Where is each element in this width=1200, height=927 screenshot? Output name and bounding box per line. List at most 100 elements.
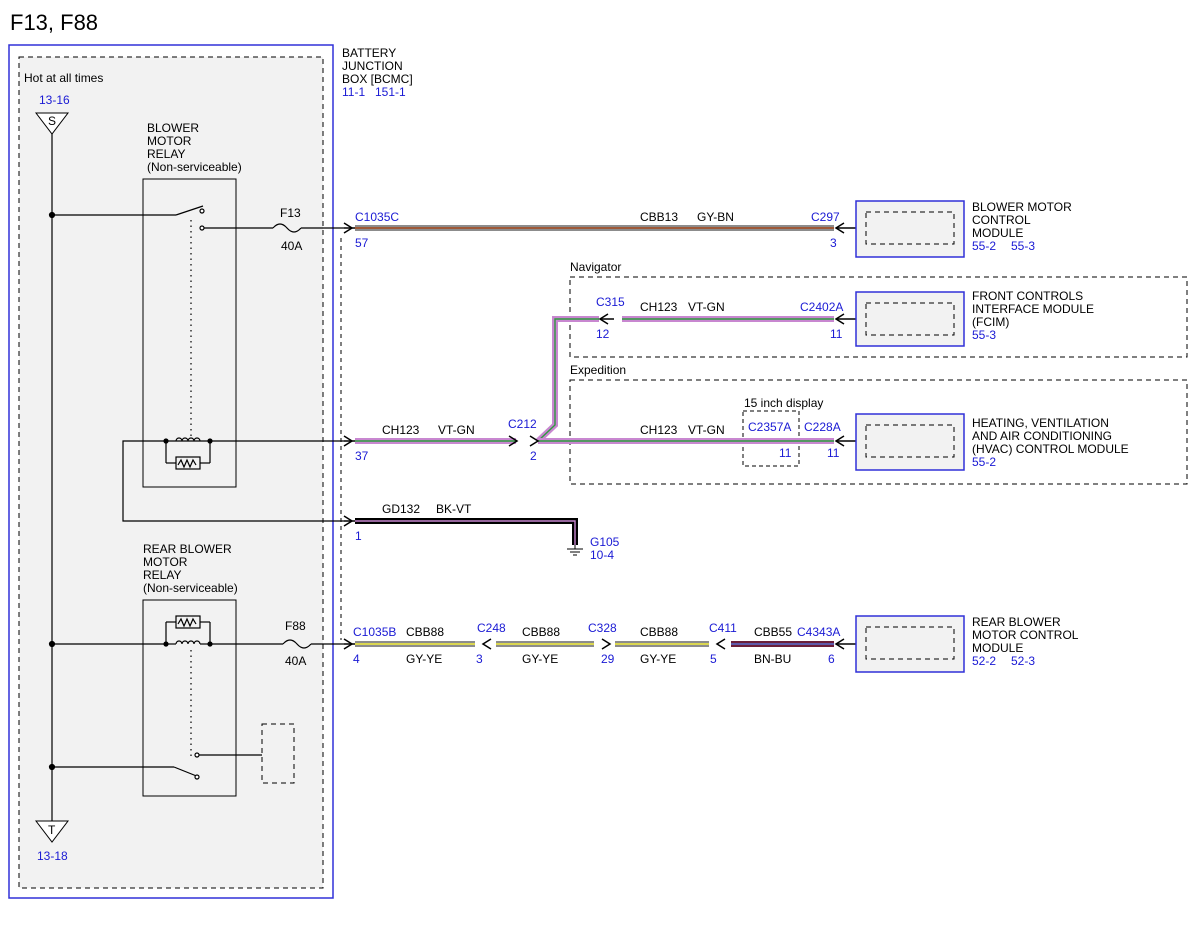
- c2357a-name[interactable]: C2357A: [748, 420, 791, 434]
- svg-text:BATTERY: BATTERY: [342, 46, 396, 60]
- svg-text:52-2: 52-2: [972, 654, 996, 668]
- svg-text:REAR BLOWER: REAR BLOWER: [972, 615, 1061, 629]
- gd132-color: BK-VT: [436, 502, 472, 516]
- svg-text:BLOWER MOTOR: BLOWER MOTOR: [972, 200, 1072, 214]
- module-blower-motor-control[interactable]: BLOWER MOTOR CONTROL MODULE 55-2 55-3: [855, 200, 1072, 258]
- c328-pin: 29: [601, 652, 615, 666]
- connector-labels: C1035C 57 CBB13 GY-BN C297 3 C315 12 CH1…: [353, 210, 843, 666]
- c315-name[interactable]: C315: [596, 295, 625, 309]
- ch123-exp-circuit: CH123: [640, 423, 678, 437]
- svg-text:INTERFACE MODULE: INTERFACE MODULE: [972, 302, 1094, 316]
- svg-text:F88: F88: [285, 619, 306, 633]
- c1035b-pin: 4: [353, 652, 360, 666]
- cbb88-b-color: GY-YE: [522, 652, 558, 666]
- cbb88-c-color: GY-YE: [640, 652, 676, 666]
- connector-arrows: [343, 222, 856, 650]
- svg-text:T: T: [48, 823, 56, 837]
- g105-ref[interactable]: 10-4: [590, 548, 614, 562]
- svg-text:MOTOR: MOTOR: [143, 555, 188, 569]
- ch123-bjb-color: VT-GN: [438, 423, 475, 437]
- c4343a-name[interactable]: C4343A: [797, 625, 840, 639]
- c1035b-name[interactable]: C1035B: [353, 625, 396, 639]
- svg-text:(Non-serviceable): (Non-serviceable): [147, 160, 242, 174]
- fuse-f88: F88 40A: [282, 619, 344, 668]
- svg-text:MODULE: MODULE: [972, 641, 1023, 655]
- svg-text:RELAY: RELAY: [143, 568, 181, 582]
- c228a-name[interactable]: C228A: [804, 420, 841, 434]
- c2402a-name[interactable]: C2402A: [800, 300, 843, 314]
- expedition-label: Expedition: [570, 363, 626, 377]
- gd132-circuit: GD132: [382, 502, 420, 516]
- c1035c-pin: 57: [355, 236, 369, 250]
- navigator-label: Navigator: [570, 260, 621, 274]
- ch123-nav-circuit: CH123: [640, 300, 678, 314]
- c1035c-name[interactable]: C1035C: [355, 210, 399, 224]
- ch123-bjb-circuit: CH123: [382, 423, 420, 437]
- bjb-outline: [8, 44, 334, 899]
- hot-label: Hot at all times: [24, 71, 103, 85]
- c2402a-pin: 11: [830, 327, 843, 341]
- svg-text:40A: 40A: [285, 654, 306, 668]
- t-ref[interactable]: 13-18: [37, 849, 68, 863]
- svg-text:151-1: 151-1: [375, 85, 406, 99]
- svg-text:CONTROL: CONTROL: [972, 213, 1031, 227]
- c297-name[interactable]: C297: [811, 210, 840, 224]
- c2357a-pin: 11: [779, 446, 792, 460]
- rear-relay-label: REAR BLOWER MOTOR RELAY (Non-serviceable…: [143, 542, 238, 595]
- c248-pin: 3: [476, 652, 483, 666]
- fuse-f13: F13 40A: [272, 206, 344, 253]
- splice-s-symbol: S: [34, 112, 70, 135]
- cbb55-color: BN-BU: [754, 652, 791, 666]
- ground-symbol: [567, 545, 583, 556]
- svg-text:F13: F13: [280, 206, 301, 220]
- svg-text:52-3: 52-3: [1011, 654, 1035, 668]
- module-hvac-control[interactable]: HEATING, VENTILATION AND AIR CONDITIONIN…: [855, 413, 1129, 471]
- wire-ch123-expedition: [535, 316, 834, 444]
- cbb88-b-circuit: CBB88: [522, 625, 560, 639]
- svg-text:HEATING, VENTILATION: HEATING, VENTILATION: [972, 416, 1109, 430]
- svg-text:REAR BLOWER: REAR BLOWER: [143, 542, 232, 556]
- display-group: [742, 410, 800, 467]
- cbb88-a-circuit: CBB88: [406, 625, 444, 639]
- svg-text:55-3: 55-3: [972, 328, 996, 342]
- c212-name[interactable]: C212: [508, 417, 537, 431]
- cbb13-circuit: CBB13: [640, 210, 678, 224]
- module-fcim[interactable]: FRONT CONTROLS INTERFACE MODULE (FCIM) 5…: [855, 289, 1094, 347]
- blower-relay-coil: [163, 437, 213, 470]
- c248-name[interactable]: C248: [477, 621, 506, 635]
- svg-text:(Non-serviceable): (Non-serviceable): [143, 581, 238, 595]
- blower-relay-label: BLOWER MOTOR RELAY (Non-serviceable): [147, 121, 242, 174]
- rear-relay-coil: [48, 615, 283, 760]
- svg-text:55-2: 55-2: [972, 239, 996, 253]
- svg-text:(HVAC) CONTROL MODULE: (HVAC) CONTROL MODULE: [972, 442, 1129, 456]
- svg-text:MODULE: MODULE: [972, 226, 1023, 240]
- svg-text:AND AIR CONDITIONING: AND AIR CONDITIONING: [972, 429, 1112, 443]
- svg-text:MOTOR CONTROL: MOTOR CONTROL: [972, 628, 1079, 642]
- bjb1-pin: 1: [355, 529, 362, 543]
- module-rear-blower-motor-control[interactable]: REAR BLOWER MOTOR CONTROL MODULE 52-2 52…: [855, 615, 1079, 673]
- svg-text:40A: 40A: [281, 239, 302, 253]
- cbb13-color: GY-BN: [697, 210, 734, 224]
- svg-text:BLOWER: BLOWER: [147, 121, 199, 135]
- cbb55-circuit: CBB55: [754, 625, 792, 639]
- cbb88-c-circuit: CBB88: [640, 625, 678, 639]
- c4343a-pin: 6: [828, 652, 835, 666]
- c228a-pin: 11: [827, 446, 840, 460]
- g105-label[interactable]: G105: [590, 535, 620, 549]
- rear-relay-box: [142, 599, 237, 797]
- s-ref[interactable]: 13-16: [39, 93, 70, 107]
- display-label: 15 inch display: [744, 396, 823, 410]
- c411-name[interactable]: C411: [709, 621, 737, 635]
- c328-name[interactable]: C328: [588, 621, 617, 635]
- c315-pin: 12: [596, 327, 610, 341]
- splice-t-symbol: T: [34, 820, 70, 843]
- svg-text:BOX [BCMC]: BOX [BCMC]: [342, 72, 413, 86]
- svg-text:RELAY: RELAY: [147, 147, 185, 161]
- rear-relay-switch: [48, 752, 262, 780]
- svg-text:MOTOR: MOTOR: [147, 134, 192, 148]
- svg-text:55-2: 55-2: [972, 455, 996, 469]
- expedition-group: [569, 379, 1188, 485]
- blower-relay-box: [142, 178, 237, 488]
- ch123-exp-color: VT-GN: [688, 423, 725, 437]
- svg-text:55-3: 55-3: [1011, 239, 1035, 253]
